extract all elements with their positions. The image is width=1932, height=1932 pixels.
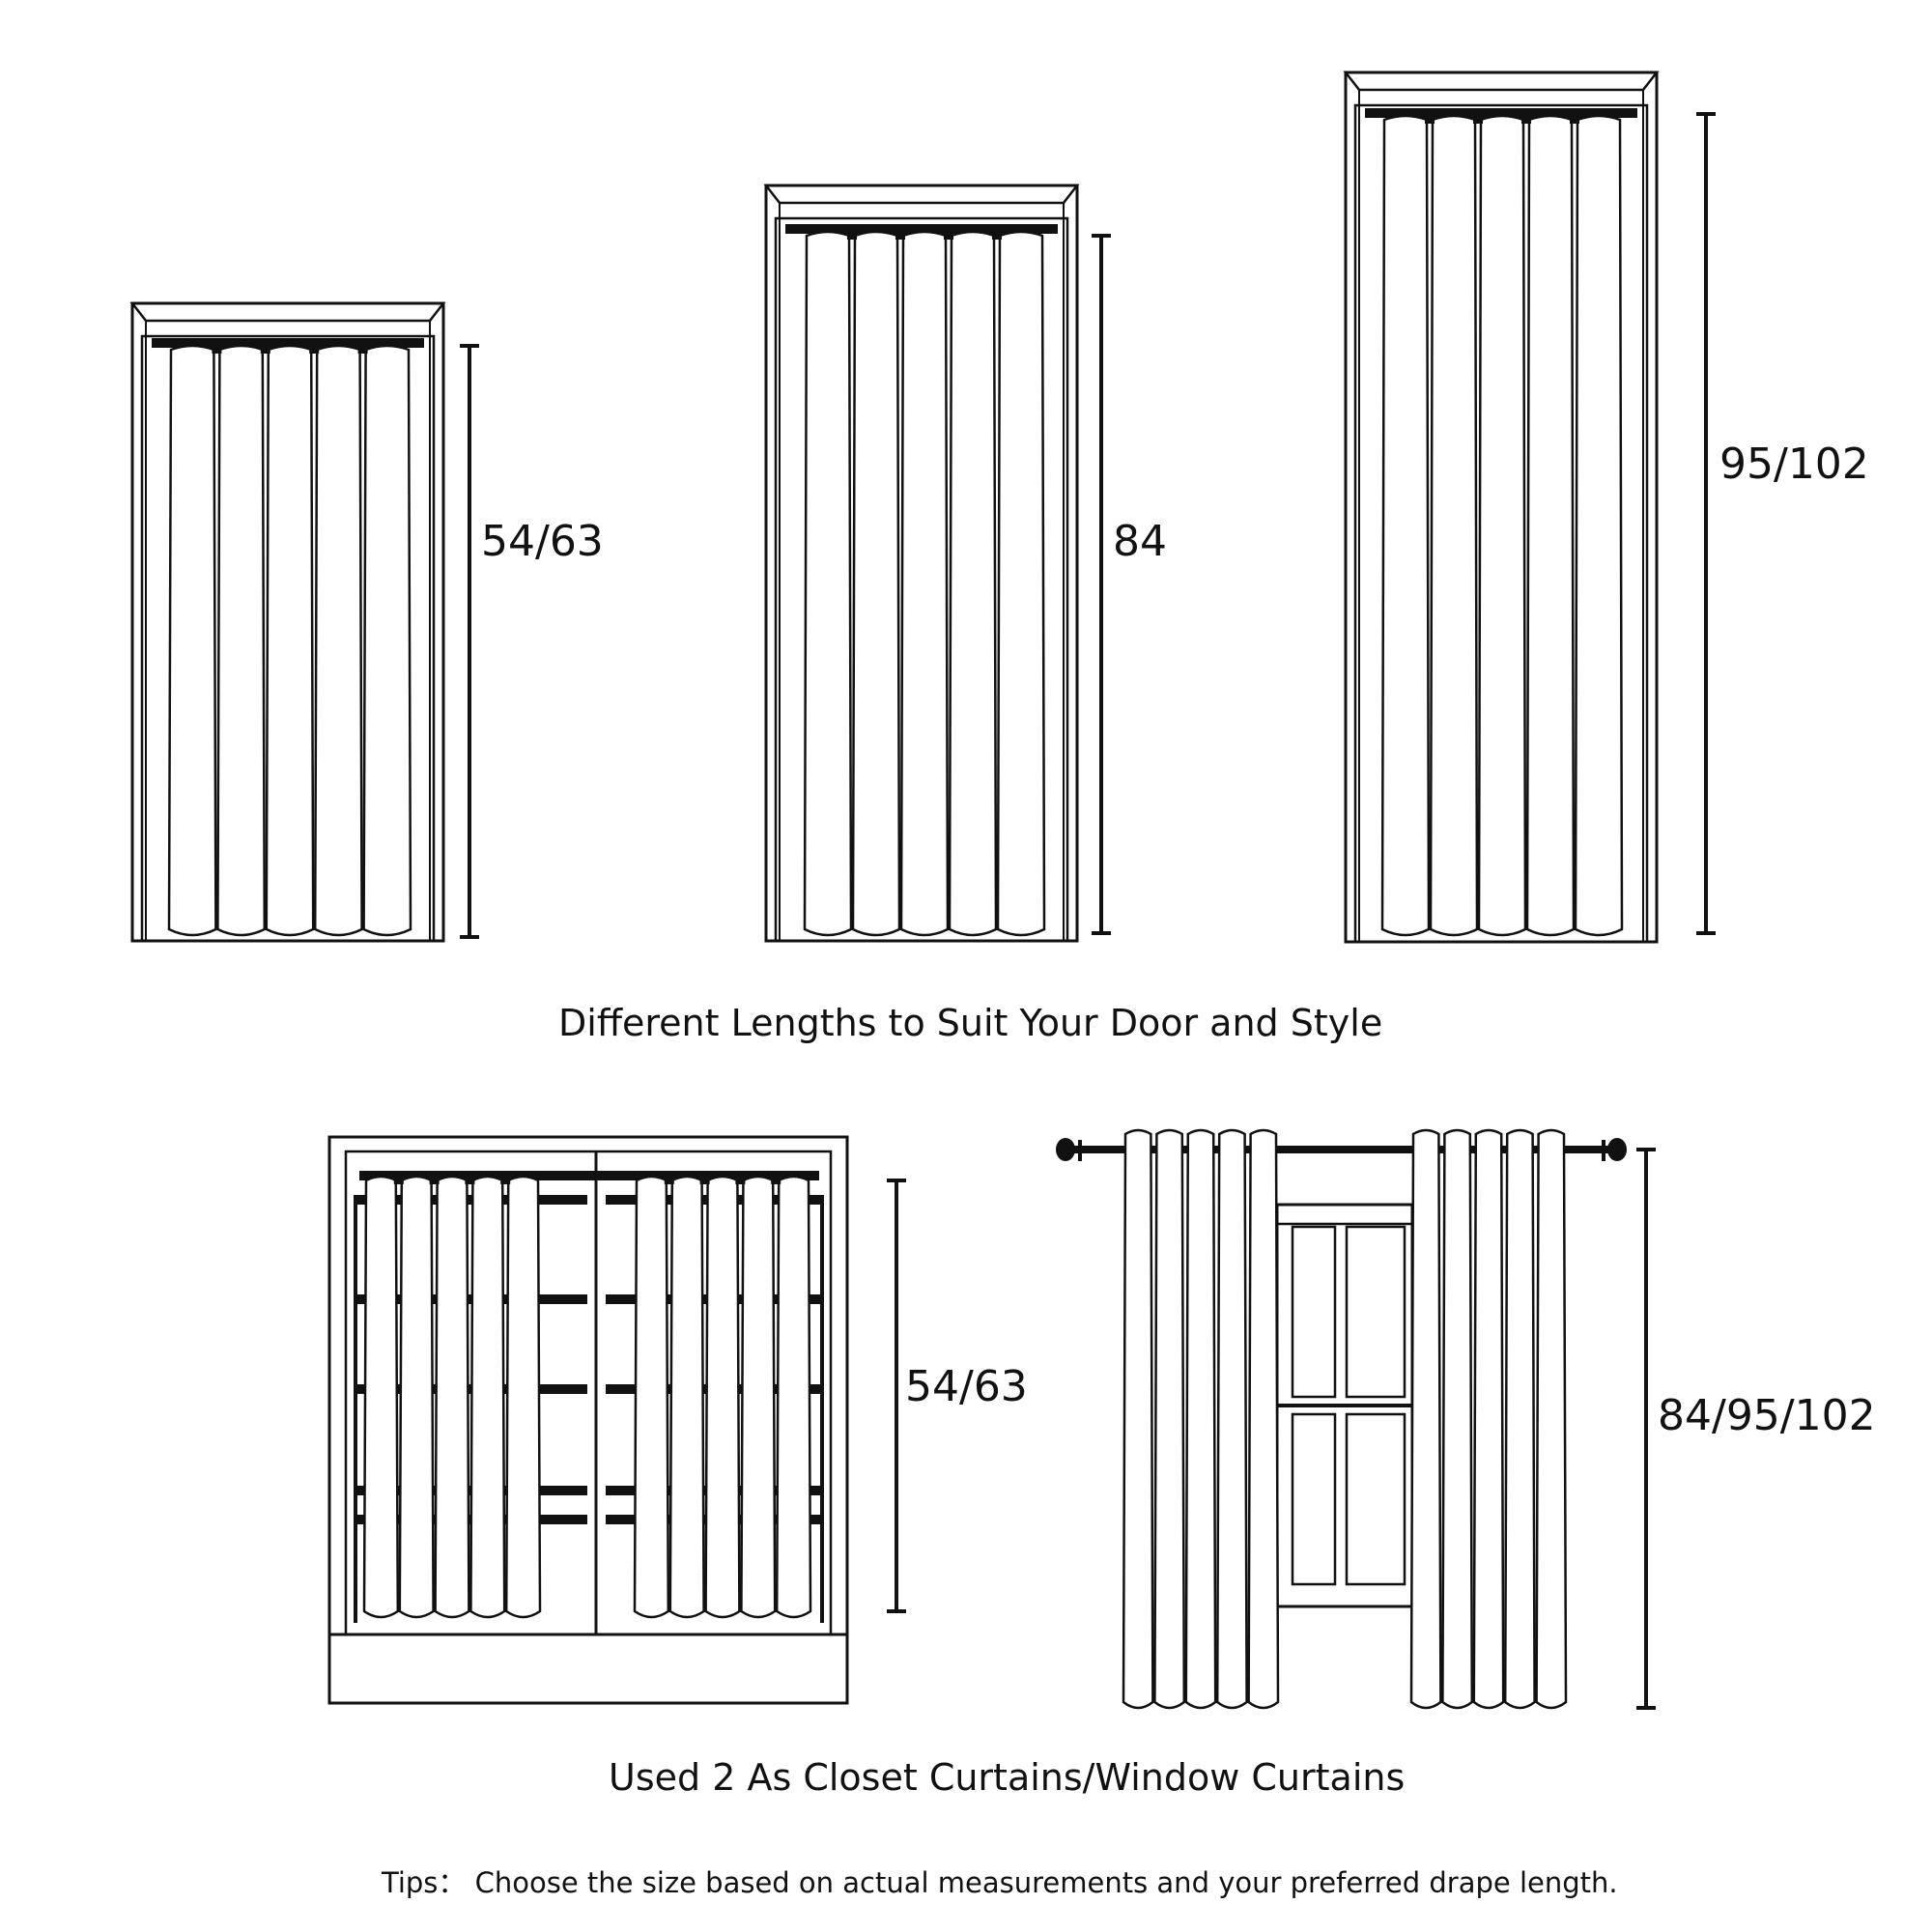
grommet-hook — [1570, 110, 1579, 124]
curtain-panel — [469, 1175, 506, 1619]
grommet-hook — [429, 1171, 440, 1184]
window-pane — [1345, 1412, 1406, 1586]
door-inner-frame — [140, 334, 436, 943]
curtain-panel — [1535, 1128, 1568, 1710]
curtain-rod — [359, 1171, 819, 1180]
door1-length-label: 54/63 — [481, 517, 604, 566]
grommet-hook — [992, 226, 1002, 240]
curtain-panel — [398, 1175, 435, 1619]
curtain-panel — [996, 230, 1046, 937]
rod-finial-left — [1056, 1138, 1075, 1161]
curtain-panel — [216, 344, 267, 937]
curtain-rod — [785, 224, 1058, 234]
curtain-panel — [1503, 1128, 1536, 1710]
window-length-label: 84/95/102 — [1658, 1391, 1876, 1440]
window-pane — [1345, 1225, 1406, 1399]
curtain-panel — [1477, 114, 1527, 937]
grommet-hook — [357, 340, 368, 354]
grommet-hook — [465, 1171, 475, 1184]
curtain-panel — [1380, 114, 1431, 937]
dimension-markers — [460, 112, 1716, 1710]
curtain-panel — [313, 344, 363, 937]
curtain-panel — [1525, 114, 1576, 937]
grommet-hook — [699, 1171, 710, 1184]
curtain-panel — [1215, 1128, 1248, 1710]
window-scene — [1056, 1128, 1627, 1710]
curtain-panel — [1153, 1128, 1186, 1710]
grommet-hook — [212, 340, 222, 354]
window-pane — [1291, 1412, 1337, 1586]
curtain-panel — [504, 1175, 542, 1619]
curtain-rod — [152, 338, 424, 348]
curtain-panel — [803, 230, 853, 937]
door-frame-tall — [1343, 71, 1660, 944]
grommet-hook — [1425, 110, 1435, 124]
grommet-hook — [735, 1171, 746, 1184]
curtain-panel — [1184, 1128, 1217, 1710]
grommet-hook — [1521, 110, 1531, 124]
window-pane — [1291, 1225, 1337, 1399]
grommet-hook — [500, 1171, 511, 1184]
grommet-hook — [895, 226, 905, 240]
grommet-hook — [847, 226, 857, 240]
grommet-hook — [393, 1171, 404, 1184]
curtain-panel — [668, 1175, 705, 1619]
curtain-panel — [633, 1175, 670, 1619]
curtain-panel — [851, 230, 901, 937]
closet-base — [327, 1633, 849, 1705]
door-frame-medium — [763, 184, 1080, 943]
curtain-panel — [1429, 114, 1479, 937]
curtain-panel — [1409, 1128, 1442, 1710]
curtain-panel — [265, 344, 315, 937]
curtain-rod — [1365, 108, 1637, 118]
curtain-panel — [1441, 1128, 1474, 1710]
curtain-rod — [1070, 1146, 1611, 1153]
curtain-panel — [704, 1175, 741, 1619]
grommet-hook — [309, 340, 320, 354]
grommet-hook — [771, 1171, 781, 1184]
curtain-panel — [899, 230, 950, 937]
curtain-panel — [740, 1175, 777, 1619]
tips-text: Tips： Choose the size based on actual me… — [382, 1866, 1618, 1899]
door-header-trim — [763, 184, 1080, 205]
door-frame-short — [129, 301, 446, 943]
usage-caption: Used 2 As Closet Curtains/Window Curtain… — [609, 1756, 1406, 1799]
door3-length-label: 95/102 — [1719, 440, 1869, 489]
rod-finial-right — [1607, 1138, 1627, 1161]
door-header-trim — [1343, 71, 1660, 92]
door-header-trim — [129, 301, 446, 323]
grommet-hook — [664, 1171, 674, 1184]
curtain-panel — [1472, 1128, 1505, 1710]
curtain-panel — [362, 1175, 400, 1619]
lengths-caption: Different Lengths to Suit Your Door and … — [558, 1002, 1383, 1044]
curtain-panel — [434, 1175, 470, 1619]
closet-length-label: 54/63 — [905, 1362, 1028, 1411]
curtain-panel — [1574, 114, 1624, 937]
curtain-panel — [775, 1175, 812, 1619]
door-inner-frame — [774, 216, 1069, 943]
curtain-panel — [167, 344, 217, 937]
grommet-hook — [944, 226, 953, 240]
door2-length-label: 84 — [1113, 517, 1167, 566]
curtain-panel — [1247, 1128, 1280, 1710]
curtain-panel — [1122, 1128, 1154, 1710]
closet-frame — [327, 1135, 849, 1705]
curtain-panel — [362, 344, 412, 937]
grommet-hook — [1473, 110, 1483, 124]
grommet-hook — [260, 340, 270, 354]
closet-shelf — [355, 1195, 587, 1205]
curtain-panel — [948, 230, 998, 937]
door-inner-frame — [1353, 103, 1649, 944]
